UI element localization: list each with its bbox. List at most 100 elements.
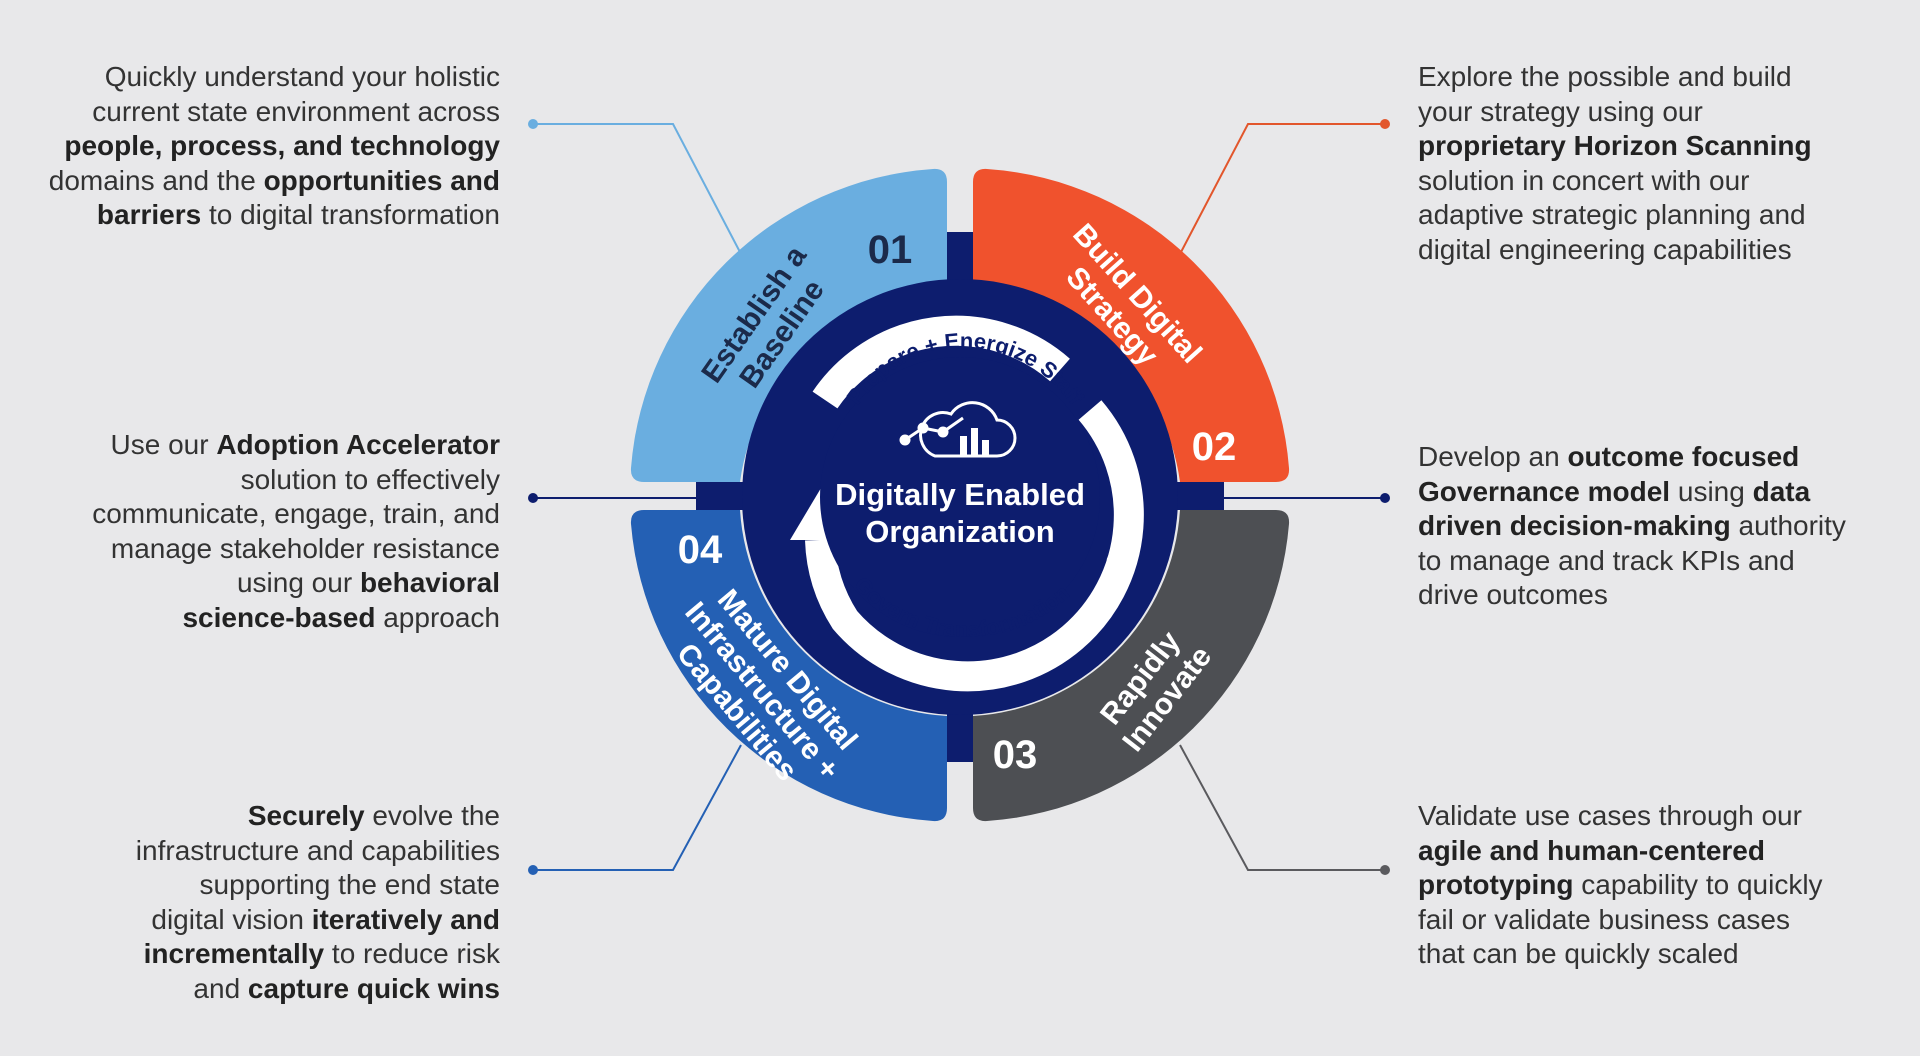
description-line: supporting the end state: [40, 868, 500, 903]
description-text: digital vision: [151, 903, 312, 935]
connector-dot-top-left: [528, 119, 538, 129]
segment-number-02: 02: [1192, 425, 1237, 469]
description-line: infrastructure and capabilities: [40, 834, 500, 869]
description-line: fail or validate business cases: [1418, 903, 1898, 938]
description-line: manage stakeholder resistance: [40, 532, 500, 567]
description-text: domains and the: [48, 164, 264, 196]
description-line: proprietary Horizon Scanning: [1418, 129, 1898, 164]
cloud-analytics-icon: [899, 401, 1017, 458]
description-text: capability to quickly: [1573, 869, 1823, 900]
description-text: that can be quickly scaled: [1418, 938, 1739, 969]
description-text: supporting the end state: [199, 869, 500, 900]
description-text: solution in concert with our: [1418, 164, 1750, 196]
connector-dot-bottom-right: [1380, 865, 1390, 875]
segment-number-01: 01: [868, 228, 913, 272]
segment-infrastructure: [630, 510, 947, 822]
description-line: adaptive strategic planning and: [1418, 198, 1898, 233]
description-line: that can be quickly scaled: [1418, 937, 1898, 972]
description-line: driven decision-making authority: [1418, 509, 1898, 544]
description-text: Validate use cases through our: [1418, 800, 1802, 831]
description-line: using our behavioral: [40, 566, 500, 601]
description-text: and: [193, 972, 248, 1004]
description-line: domains and the opportunities and: [40, 164, 500, 199]
description-text: your strategy using our: [1418, 95, 1703, 127]
segment-strategy: [973, 168, 1290, 482]
description-emphasis: science-based: [182, 601, 376, 633]
segment-number-03: 03: [993, 733, 1038, 777]
connector-lines: [528, 119, 1390, 875]
description-emphasis: barriers: [96, 199, 202, 230]
description-emphasis: driven decision-making: [1418, 510, 1731, 541]
description-line: Quickly understand your holistic: [40, 60, 500, 95]
description-line: Validate use cases through our: [1418, 799, 1898, 834]
connector-bottom-right: [1179, 744, 1385, 871]
description-text: to manage and track KPIs and: [1418, 544, 1795, 576]
description-text: drive outcomes: [1418, 579, 1608, 610]
description-text: to reduce risk: [324, 938, 500, 969]
connector-dot-mid-right: [1380, 493, 1390, 503]
description-text: current state environment across: [92, 95, 500, 127]
cycle-arrow-arc: [805, 400, 1144, 692]
description-text: authority: [1730, 510, 1846, 541]
center-title-line2: Organization: [865, 514, 1054, 549]
description-text: using: [1670, 475, 1753, 507]
description-line: to manage and track KPIs and: [1418, 544, 1898, 579]
description-text: Develop an: [1418, 441, 1568, 472]
description-emphasis: capture quick wins: [247, 972, 500, 1004]
description-emphasis: Securely: [247, 800, 365, 831]
center-disc: [820, 357, 1100, 637]
description-text: communicate, engage, train, and: [92, 498, 500, 529]
description-emphasis: agile and human-centered: [1418, 834, 1765, 866]
description-text: digital engineering capabilities: [1418, 233, 1792, 265]
description-emphasis: prototyping: [1418, 869, 1574, 900]
description-line: incrementally to reduce risk: [40, 937, 500, 972]
description-line: digital engineering capabilities: [1418, 233, 1898, 268]
segment-innovate: [973, 510, 1290, 822]
description-text: to digital transformation: [201, 199, 500, 230]
segment-baseline: [630, 168, 947, 482]
connector-bottom-left: [533, 744, 742, 871]
description-text: manage stakeholder resistance: [110, 532, 500, 564]
connector-top-left: [533, 123, 742, 255]
description-line: and capture quick wins: [40, 972, 500, 1007]
description-emphasis: behavioral: [359, 567, 500, 598]
segment-number-04: 04: [678, 528, 723, 572]
description-line: solution in concert with our: [1418, 164, 1898, 199]
description-emphasis: incrementally: [143, 938, 325, 969]
cycle-arrow-inner-line: [1106, 429, 1125, 561]
cycle-arrow-top-arc: [812, 315, 1070, 409]
center-title-line1: Digitally Enabled: [835, 477, 1085, 512]
description-line: solution to effectively: [40, 463, 500, 498]
connector-top-right: [1179, 123, 1385, 255]
description-text: fail or validate business cases: [1418, 903, 1790, 935]
description-emphasis: Governance model: [1418, 475, 1671, 507]
description-emphasis: data: [1752, 475, 1811, 507]
description-text: using our: [236, 567, 360, 598]
description-text: solution to effectively: [240, 463, 500, 495]
description-text: Explore the possible and build: [1418, 61, 1792, 92]
quadrants: [630, 168, 1290, 822]
description-emphasis: proprietary Horizon Scanning: [1418, 130, 1812, 161]
description-text: infrastructure and capabilities: [135, 834, 500, 866]
description-line: prototyping capability to quickly: [1418, 868, 1898, 903]
description-text: Quickly understand your holistic: [104, 61, 500, 92]
description-line: digital vision iteratively and: [40, 903, 500, 938]
description-line: your strategy using our: [1418, 95, 1898, 130]
description-line: Governance model using data: [1418, 475, 1898, 510]
description-text: Use our: [110, 429, 217, 460]
description-line: Use our Adoption Accelerator: [40, 428, 501, 463]
description-line: drive outcomes: [1418, 578, 1898, 613]
description-text: adaptive strategic planning and: [1418, 199, 1806, 230]
description-line: Explore the possible and build: [1418, 60, 1898, 95]
description-emphasis: outcome focused: [1567, 441, 1800, 472]
description-emphasis: people, process, and technology: [64, 130, 500, 161]
description-line: current state environment across: [40, 95, 500, 130]
description-line: people, process, and technology: [40, 129, 500, 164]
description-line: Develop an outcome focused: [1418, 440, 1898, 475]
description-text: approach: [375, 601, 500, 633]
connector-dot-bottom-left: [528, 865, 538, 875]
